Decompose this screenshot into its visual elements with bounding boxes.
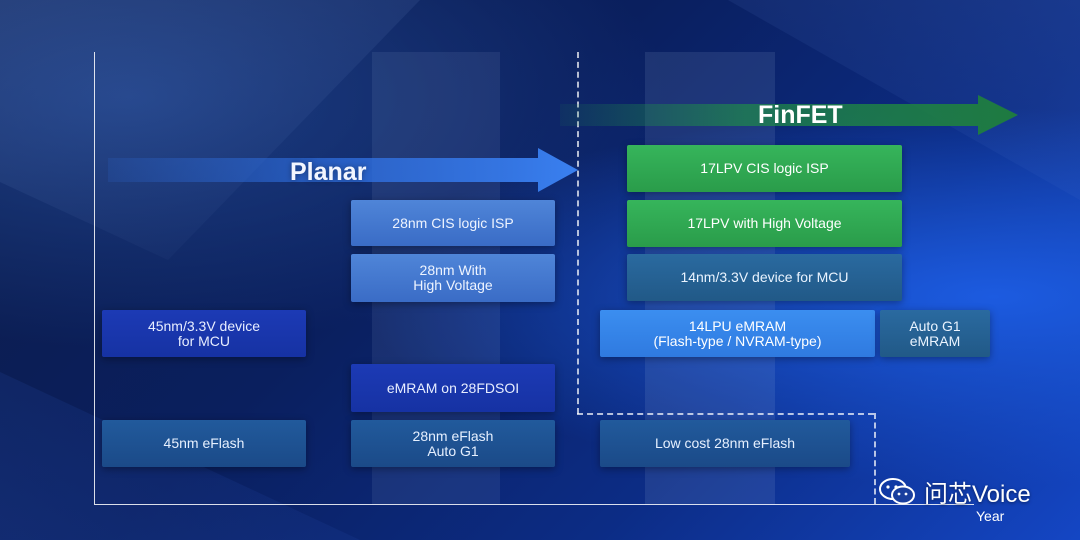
finfet-label: FinFET	[758, 101, 843, 129]
box-17lpv-cis-logic-isp: 17LPV CIS logic ISP	[627, 145, 902, 192]
x-axis-line	[94, 504, 974, 505]
box-28nm-cis-logic-isp: 28nm CIS logic ISP	[351, 200, 555, 246]
finfet-boundary-line	[577, 413, 874, 415]
y-axis-line	[94, 52, 95, 504]
watermark: 问芯Voice	[878, 474, 1031, 509]
box-45nm-eflash: 45nm eFlash	[102, 420, 306, 467]
planar-label: Planar	[290, 158, 367, 186]
box-14lpu-emram: 14LPU eMRAM (Flash-type / NVRAM-type)	[600, 310, 875, 357]
box-auto-g1-emram: Auto G1 eMRAM	[880, 310, 990, 357]
box-17lpv-high-voltage: 17LPV with High Voltage	[627, 200, 902, 247]
box-14nm-mcu: 14nm/3.3V device for MCU	[627, 254, 902, 301]
finfet-arrow	[560, 95, 1018, 135]
watermark-text: 问芯Voice	[924, 481, 1031, 508]
wechat-icon	[879, 477, 915, 504]
box-emram-28fdsoi: eMRAM on 28FDSOI	[351, 364, 555, 412]
x-axis-label: Year	[976, 508, 1005, 524]
finfet-boundary-line	[577, 52, 579, 414]
box-28nm-eflash-auto-g1: 28nm eFlash Auto G1	[351, 420, 555, 467]
planar-arrow	[108, 148, 578, 192]
finfet-boundary-line	[874, 413, 876, 504]
box-45nm-mcu: 45nm/3.3V device for MCU	[102, 310, 306, 357]
box-28nm-high-voltage: 28nm With High Voltage	[351, 254, 555, 302]
box-low-cost-28nm-eflash: Low cost 28nm eFlash	[600, 420, 850, 467]
